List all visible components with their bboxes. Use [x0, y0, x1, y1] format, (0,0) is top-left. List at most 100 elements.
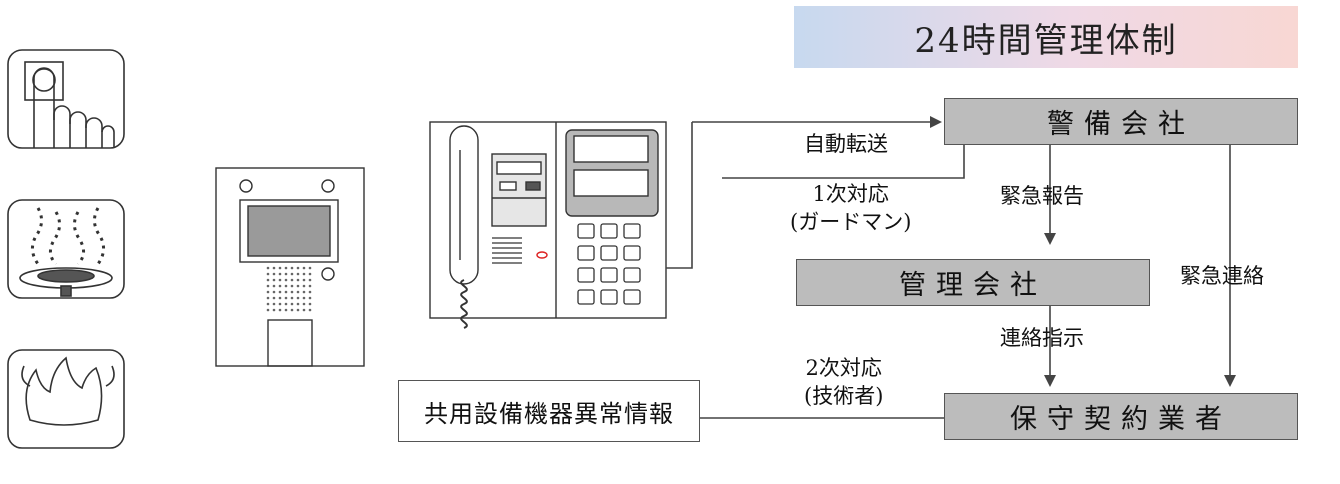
- label-contact-instruction: 連絡指示: [1000, 326, 1084, 350]
- label-second-response-line1: 2次対応: [805, 356, 882, 380]
- grille-dot: [272, 278, 276, 282]
- keypad-key: [623, 289, 641, 305]
- grille-dot: [284, 296, 288, 300]
- grille-dot: [308, 272, 312, 276]
- grille-dot: [302, 266, 306, 270]
- grille-dot: [278, 302, 282, 306]
- grille-dot: [284, 278, 288, 282]
- grille-dot: [272, 290, 276, 294]
- grille-dot: [308, 296, 312, 300]
- keypad-key: [577, 267, 595, 283]
- grille-dot: [266, 284, 270, 288]
- keypad-key: [600, 267, 618, 283]
- grille-dot: [308, 284, 312, 288]
- grille-dot: [290, 302, 294, 306]
- grille-dot: [302, 284, 306, 288]
- label-emergency-contact: 緊急連絡: [1180, 264, 1264, 288]
- grille-dot: [302, 296, 306, 300]
- grille-dot: [278, 272, 282, 276]
- maintenance-contractor-box: 保守契約業者: [944, 393, 1298, 440]
- label-first-response-line2: (ガードマン): [790, 210, 912, 234]
- keypad-key: [577, 289, 595, 305]
- grille-dot: [266, 290, 270, 294]
- grille-dot: [278, 284, 282, 288]
- grille-dot: [290, 284, 294, 288]
- gas-stove-icon: [7, 199, 125, 299]
- grille-dot: [296, 302, 300, 306]
- grille-dot: [284, 284, 288, 288]
- grille-dot: [284, 266, 288, 270]
- grille-dot: [302, 278, 306, 282]
- grille-dot: [266, 296, 270, 300]
- grille-dot: [272, 308, 276, 312]
- keypad-key: [600, 223, 618, 239]
- grille-dot: [290, 290, 294, 294]
- grille-dot: [266, 308, 270, 312]
- grille-dot: [296, 278, 300, 282]
- grille-dot: [302, 290, 306, 294]
- grille-dot: [296, 284, 300, 288]
- grille-dot: [296, 308, 300, 312]
- grille-dot: [272, 272, 276, 276]
- label-emergency-report: 緊急報告: [1000, 184, 1084, 208]
- grille-dot: [278, 296, 282, 300]
- grille-dot: [290, 266, 294, 270]
- grille-dot: [272, 266, 276, 270]
- label-first-response-line1: 1次対応: [812, 182, 889, 206]
- speaker-grille: [266, 266, 312, 312]
- grille-dot: [296, 290, 300, 294]
- grille-dot: [290, 278, 294, 282]
- grille-dot: [278, 308, 282, 312]
- label-second-response: 2次対応 (技術者): [804, 354, 883, 410]
- grille-dot: [284, 308, 288, 312]
- grille-dot: [284, 302, 288, 306]
- control-unit: [429, 121, 667, 329]
- keypad-key: [623, 245, 641, 261]
- grille-dot: [272, 302, 276, 306]
- grille-dot: [296, 296, 300, 300]
- grille-dot: [308, 302, 312, 306]
- grille-dot: [284, 272, 288, 276]
- keypad-key: [600, 245, 618, 261]
- grille-dot: [272, 296, 276, 300]
- grille-dot: [302, 302, 306, 306]
- banner-title: 24時間管理体制: [794, 6, 1298, 68]
- grille-dot: [278, 278, 282, 282]
- grille-dot: [266, 272, 270, 276]
- grille-dot: [278, 290, 282, 294]
- grille-dot: [302, 308, 306, 312]
- grille-dot: [290, 272, 294, 276]
- grille-dot: [302, 272, 306, 276]
- button-press-icon: [7, 49, 125, 149]
- connector-lines: [666, 116, 1236, 419]
- label-auto-transfer: 自動転送: [804, 132, 888, 156]
- grille-dot: [308, 308, 312, 312]
- grille-dot: [266, 302, 270, 306]
- grille-dot: [290, 308, 294, 312]
- grille-dot: [296, 272, 300, 276]
- grille-dot: [290, 296, 294, 300]
- management-company-box: 管理会社: [796, 259, 1150, 306]
- label-second-response-line2: (技術者): [804, 384, 884, 408]
- grille-dot: [266, 278, 270, 282]
- keypad-key: [577, 245, 595, 261]
- keypad-key: [623, 223, 641, 239]
- label-first-response: 1次対応 (ガードマン): [790, 180, 911, 236]
- grille-dot: [296, 266, 300, 270]
- alarm-info-box: 共用設備機器異常情報: [398, 380, 700, 442]
- grille-dot: [266, 266, 270, 270]
- grille-dot: [308, 290, 312, 294]
- security-company-box: 警備会社: [944, 98, 1298, 145]
- intercom-panel: [215, 167, 365, 367]
- keypad-key: [577, 223, 595, 239]
- fire-icon: [7, 349, 125, 449]
- keypad-key: [600, 289, 618, 305]
- grille-dot: [272, 284, 276, 288]
- grille-dot: [308, 278, 312, 282]
- grille-dot: [278, 266, 282, 270]
- grille-dot: [308, 266, 312, 270]
- keypad: [577, 223, 641, 305]
- keypad-key: [623, 267, 641, 283]
- grille-dot: [284, 290, 288, 294]
